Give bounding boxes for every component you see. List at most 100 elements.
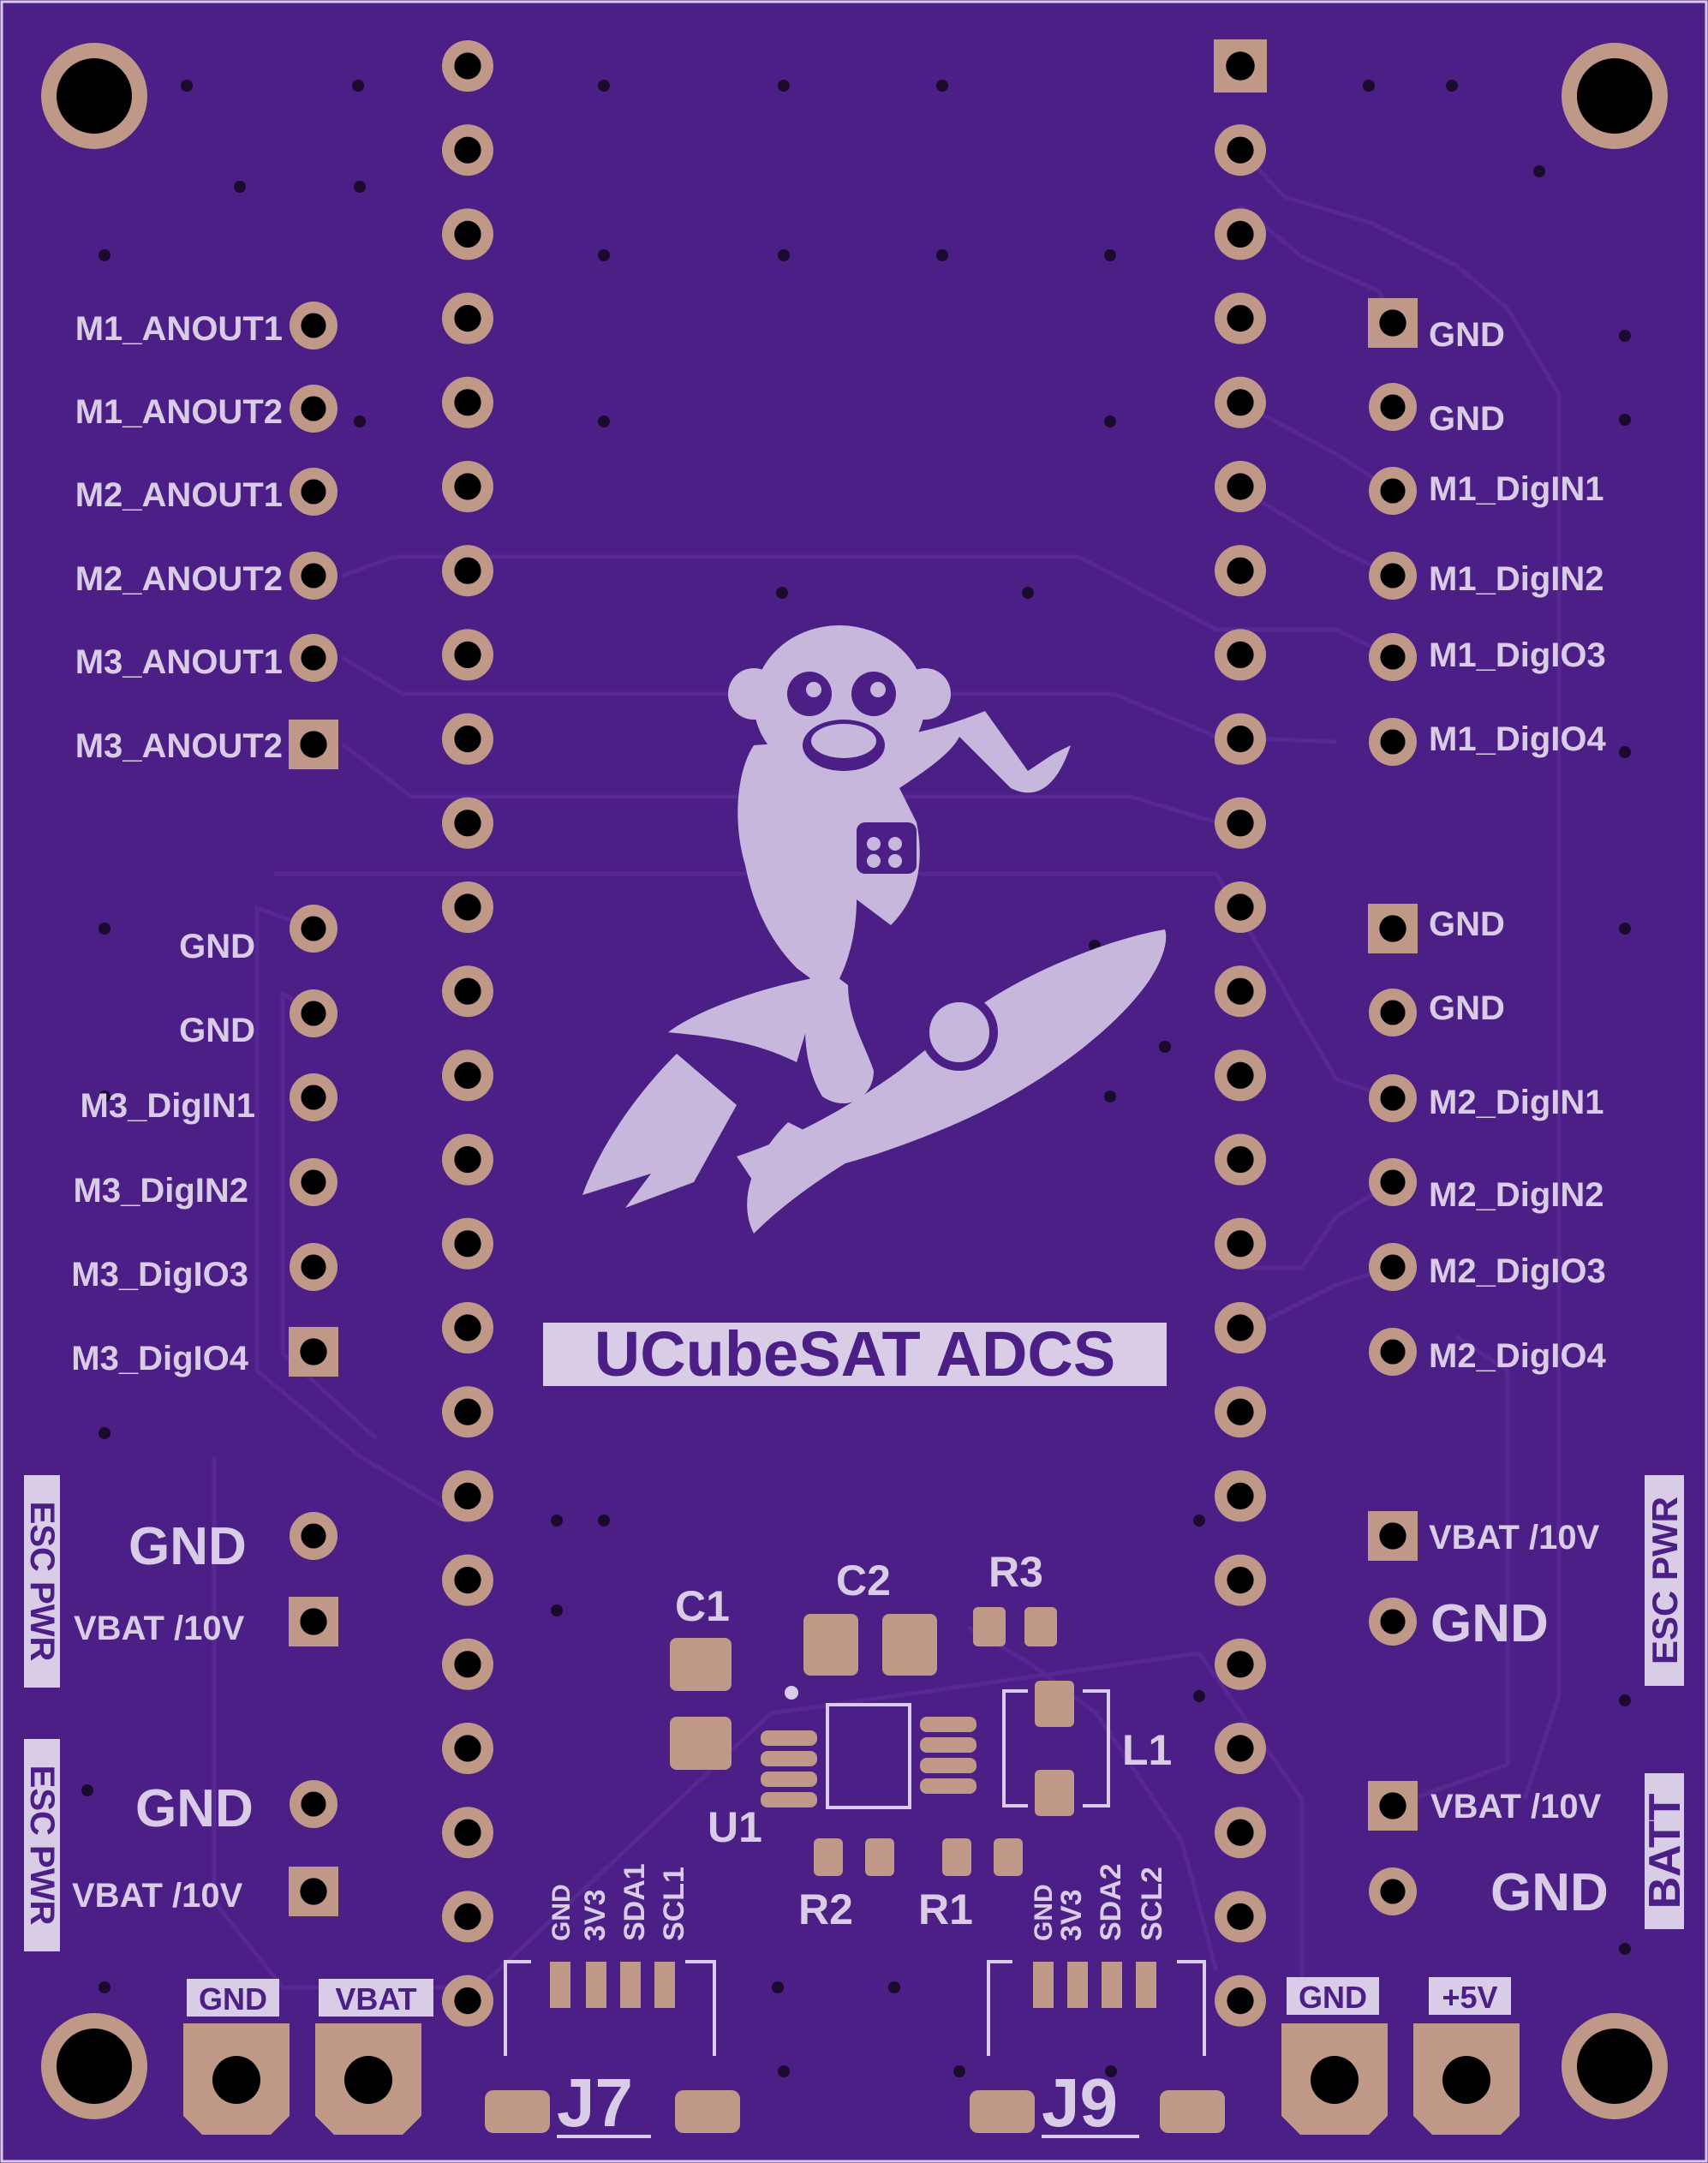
refdes-c1: C1 [675,1582,730,1630]
j7-pin-2: 3V3 [579,1890,612,1942]
terminal-vbat [315,2023,421,2135]
via [772,1981,784,1993]
mcu-pin [442,1049,493,1102]
via [81,1784,93,1796]
right-label-4: M1_DigIN2 [1429,560,1604,598]
right-lower-label-6: M2_DigIO4 [1429,1337,1606,1375]
right-m2-pin [1368,904,1418,953]
left-label-1: M1_ANOUT1 [75,310,283,348]
via [1619,414,1631,426]
left-label-6: M3_ANOUT2 [75,727,283,765]
left-lower-label-4: M3_DigIN2 [74,1172,249,1210]
via [1363,80,1375,92]
mcu-pin [1215,797,1266,849]
connector-j9: GND 3V3 SDA2 SCL2 J9 [970,1863,1225,2141]
l1-outline [1002,1689,1110,1807]
left-power-vbat-2: VBAT /10V [72,1877,243,1915]
via [1533,165,1545,177]
right-batt-gnd-pin [1369,1867,1417,1915]
left-lower-label-3: M3_DigIN1 [81,1087,256,1125]
right-batt-vbat: VBAT /10V [1430,1788,1602,1825]
rocket-window-icon [921,994,998,1071]
left-analog-pin [290,468,337,516]
left-power-gnd-pin [290,1780,337,1828]
via [1193,1690,1205,1702]
via [352,80,364,92]
j7-pin-4: SCL1 [658,1867,690,1941]
via [1193,1515,1205,1527]
left-label-3: M2_ANOUT1 [75,476,283,514]
monkey-ear-right [899,668,951,720]
via [99,249,110,261]
left-lower-label-6: M3_DigIO4 [71,1340,248,1377]
esc-pwr-label-2: ESC PWR [23,1766,61,1926]
right-m2-pin [1369,1074,1417,1122]
right-batt-label-box [1645,1773,1684,1929]
right-label-2: GND [1429,400,1505,438]
right-lower-label-5: M2_DigIO3 [1429,1252,1606,1290]
left-analog-pin [290,385,337,433]
connector-j7: GND 3V3 SDA1 SCL1 J7 [485,1863,740,2141]
right-m1-pin [1369,633,1417,681]
left-power-vbat-pin [289,1597,338,1646]
right-esc-vbat: VBAT /10V [1429,1519,1600,1557]
mcu-pin [1215,124,1266,176]
via [1619,746,1631,758]
right-digital-header-m1: GND GND M1_DigIN1 M1_DigIN2 M1_DigIO3 M1… [1429,316,1606,758]
right-m1-pin [1368,298,1418,348]
via [1619,1943,1631,1955]
left-power-gnd-1: GND [128,1517,247,1576]
left-analog-pin [290,552,337,600]
left-power-gnd-2: GND [135,1779,254,1838]
via [1104,1090,1116,1102]
left-label-2: M1_ANOUT2 [75,393,283,431]
left-digital-pin [290,1158,337,1206]
mcu-pin [442,1386,493,1438]
refdes-r3: R3 [988,1548,1043,1596]
mcu-pin [442,40,493,92]
terminal-label-gnd-right: GND [1299,1980,1367,2015]
via [936,249,948,261]
mcu-pin [1215,1217,1266,1270]
left-power-gnd-pin [290,1512,337,1560]
j9-mount-left [970,2090,1035,2133]
j9-refdes: J9 [1042,2064,1118,2141]
via [551,1515,563,1527]
right-m2-pin [1369,1158,1417,1206]
via [598,1515,610,1527]
c2-pad-left [803,1614,858,1676]
right-label-6: M1_DigIO4 [1429,720,1606,758]
mcu-pin-1 [1214,39,1267,93]
mcu-pin [1215,1049,1266,1102]
right-lower-label-4: M2_DigIN2 [1429,1176,1604,1214]
mcu-pin [1215,1133,1266,1186]
mcu-header-left [442,40,493,2027]
u1-outline [826,1703,911,1809]
right-lower-label-2: GND [1429,989,1505,1027]
j7-pin-1: GND [547,1884,576,1941]
via [1446,80,1458,92]
esc-pwr-label-1: ESC PWR [23,1502,61,1662]
trace [478,1651,1305,1989]
vias [81,80,1631,2077]
via [776,587,788,599]
mcu-pin [442,1723,493,1774]
mcu-pin [1215,1386,1266,1438]
terminal-label-5v: +5V [1442,1980,1497,2015]
via [953,2065,965,2077]
mcu-pin [1215,292,1266,344]
via [99,1981,110,1993]
right-power-blocks: VBAT /10V GND ESC PWR VBAT /10V GND BATT [1429,1475,1690,1929]
via [99,1090,110,1102]
right-lower-label-3: M2_DigIN1 [1429,1084,1604,1121]
left-analog-pin [290,634,337,682]
right-m1-pin [1369,383,1417,431]
rocket-fin-bottom [747,1122,857,1234]
mounting-hole [41,2013,147,2119]
title-backdrop [543,1323,1167,1386]
right-esc-vbat-pin [1368,1511,1418,1561]
via [99,923,110,935]
via [354,181,366,193]
via [1022,587,1034,599]
component-refdes: C1 C2 R3 L1 U1 R2 R1 [675,1548,1172,1933]
